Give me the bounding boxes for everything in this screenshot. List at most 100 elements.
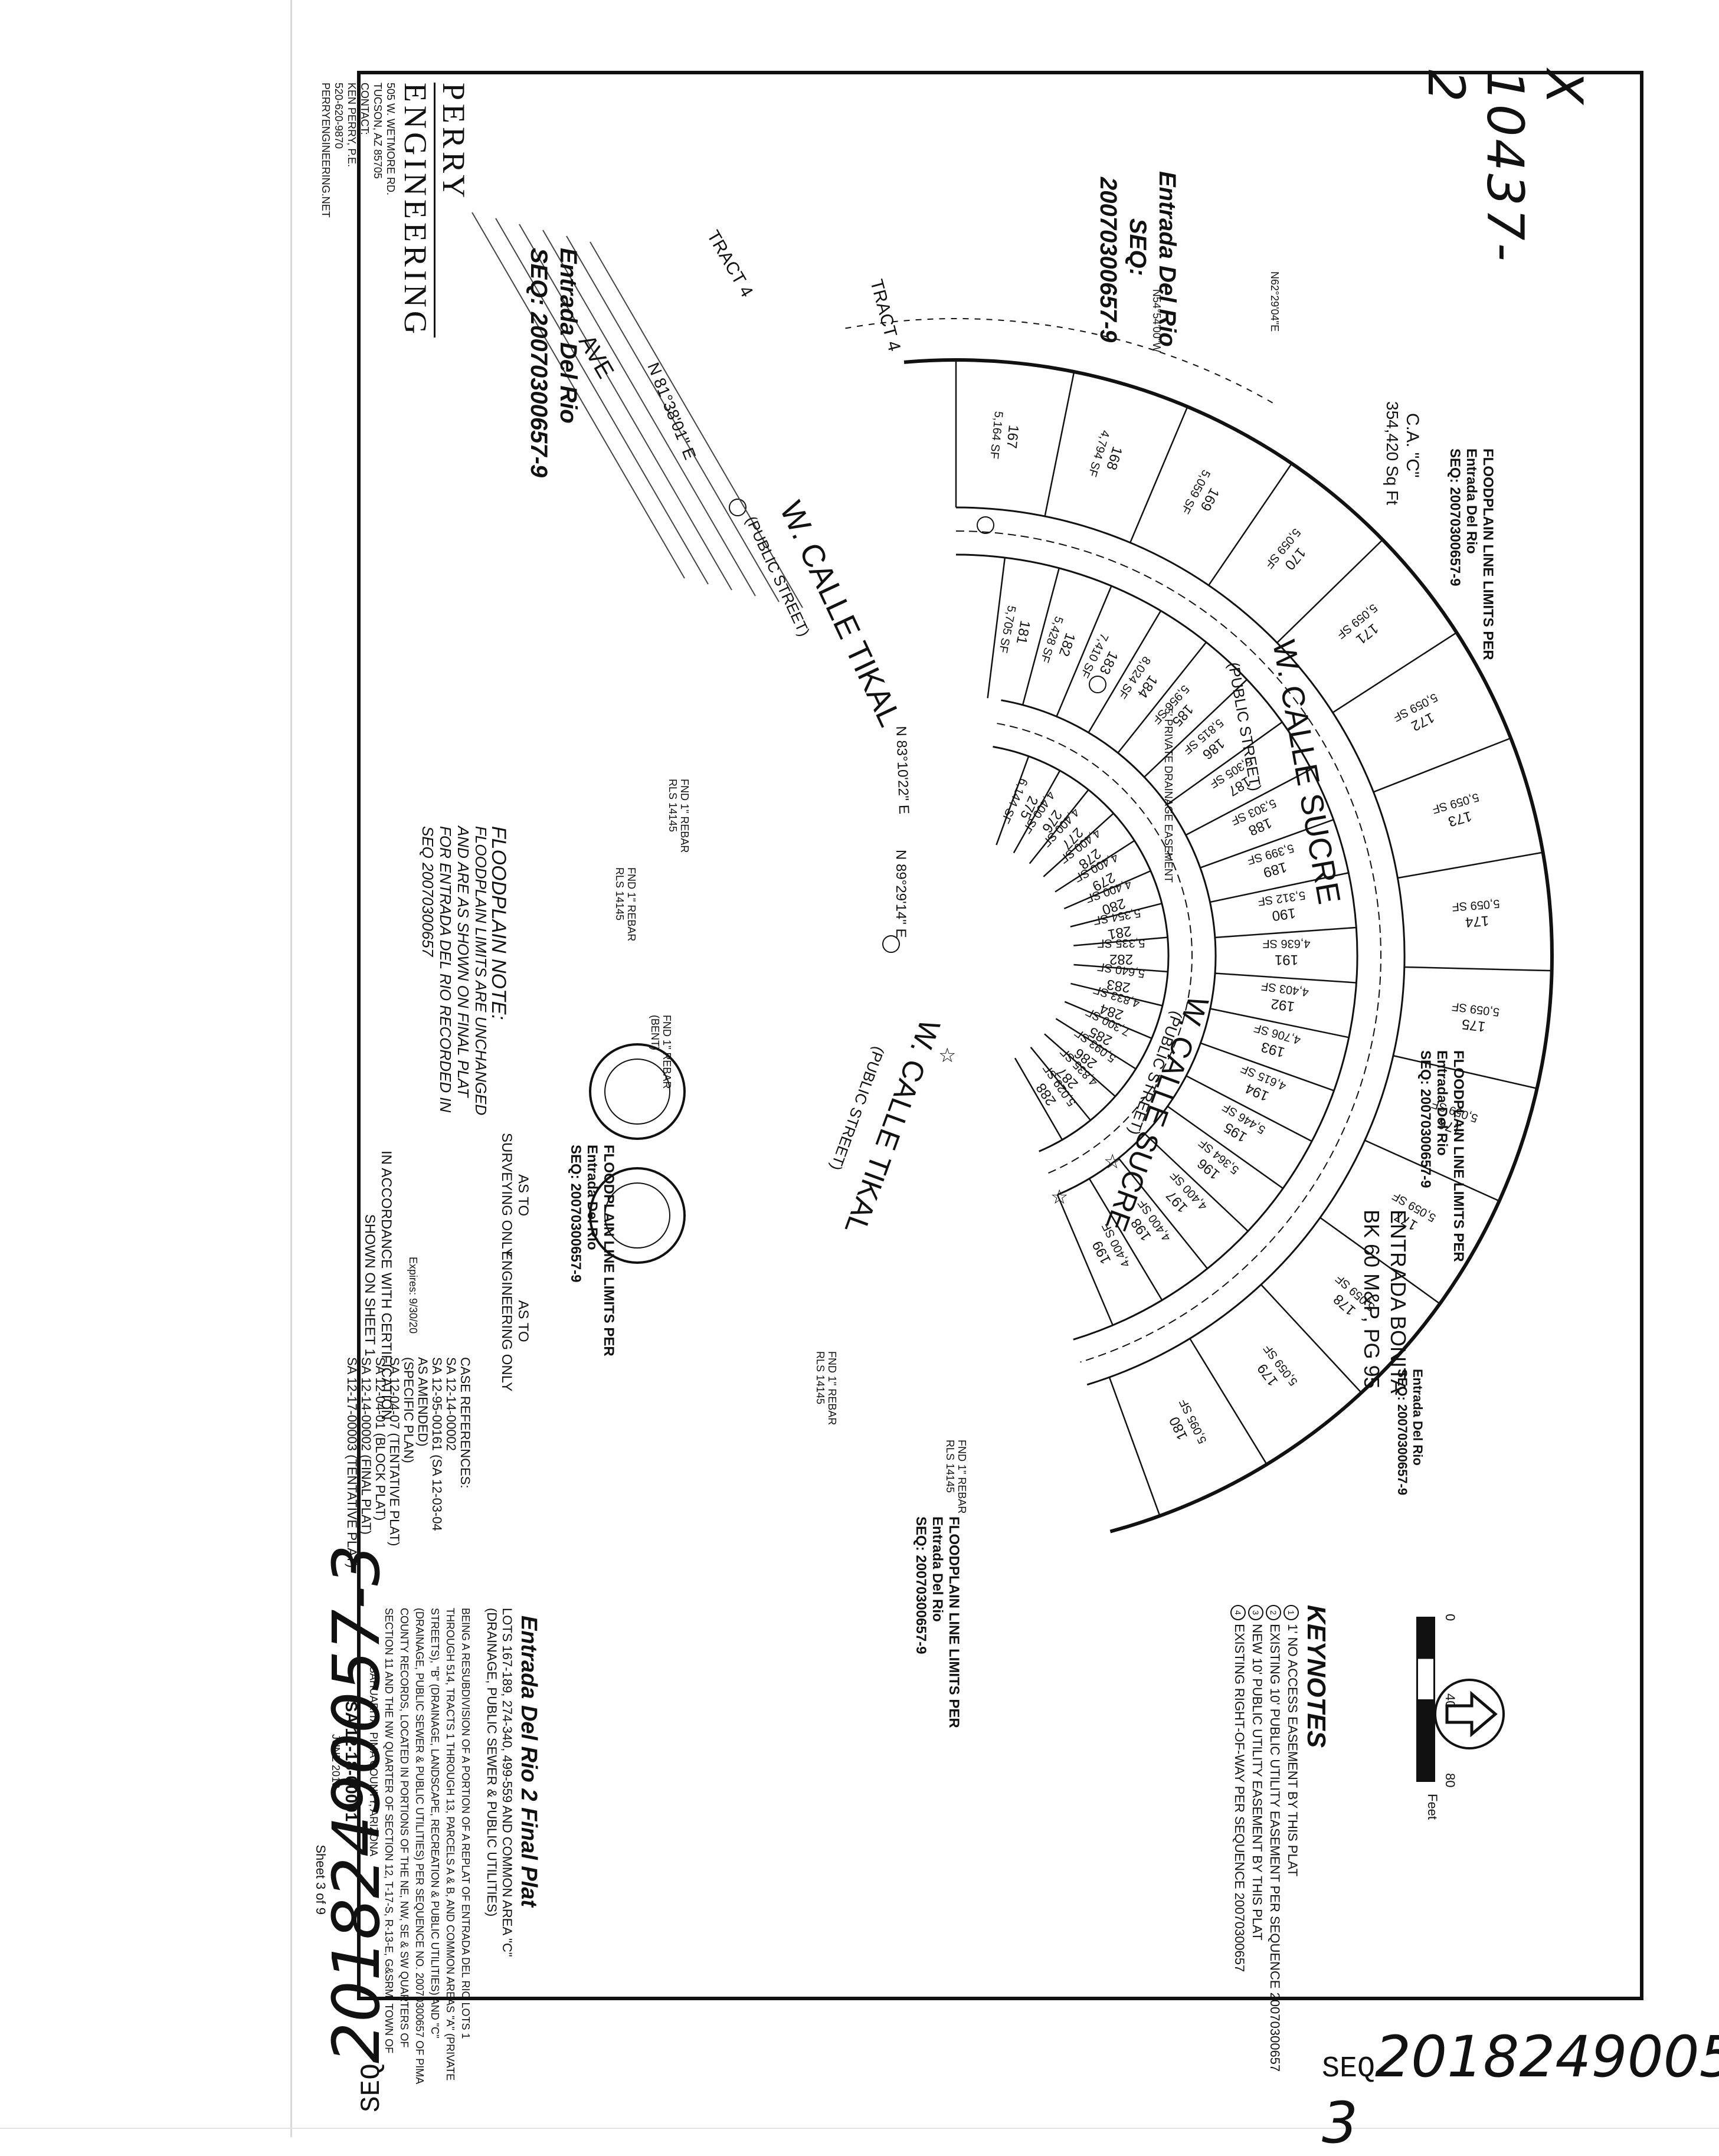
middle-lot-line xyxy=(1200,819,1334,869)
keynote-marker-icon xyxy=(729,499,746,516)
scale-tick-0: 0 xyxy=(1443,1614,1458,1621)
lot-number: 281 xyxy=(1106,923,1132,942)
subdivision-outer-boundary xyxy=(903,358,1554,1534)
bearing-tikal-2: N 89°29'14" E xyxy=(893,850,909,938)
sucre-inner-row xyxy=(955,553,1358,1341)
middle-lot-line xyxy=(987,557,1006,699)
lot-number: 190 xyxy=(1271,905,1296,923)
middle-lot-line xyxy=(1166,721,1283,805)
lot-number: 282 xyxy=(1109,951,1133,967)
inner-lot-line xyxy=(1044,1033,1116,1097)
middle-lot-line xyxy=(1056,585,1112,717)
recording-sequence-right: SEQ20182490057-3 xyxy=(1322,2024,1719,2156)
middle-lot-line xyxy=(1118,1158,1208,1269)
scale-tick-40: 40 xyxy=(1443,1693,1458,1708)
inner-lot-line xyxy=(1055,840,1135,893)
middle-lot-line xyxy=(1088,610,1162,733)
lot-area: 5,059 SF xyxy=(1452,897,1501,913)
plat-title: Entrada Del Rio 2 Final Plat xyxy=(516,1615,541,1908)
inner-lot-line xyxy=(1064,1001,1152,1039)
inner-lot-line xyxy=(1013,770,1061,854)
inner-lot-line xyxy=(1029,789,1089,864)
outer-lot-line xyxy=(1189,1338,1268,1465)
middle-lot-line xyxy=(1144,1133,1249,1232)
inner-lots-back-line xyxy=(1001,699,1217,1196)
lot-area: 4,403 SF xyxy=(1260,979,1309,999)
engineering-seal-icon-inner xyxy=(604,1182,670,1249)
inner-lot-line xyxy=(1014,1057,1063,1141)
middle-lot-line xyxy=(1214,926,1357,939)
middle-lot-line xyxy=(1210,1008,1350,1038)
adjoining-plat-hatch xyxy=(472,212,685,579)
seal-expires: Expires: 9/30/20 xyxy=(407,1257,419,1334)
lot-number: 174 xyxy=(1465,912,1489,930)
adjoining-left-title: Entrada Del Rio xyxy=(555,248,581,424)
surveying-seal-icon xyxy=(589,1043,686,1140)
outer-lot-line xyxy=(1108,1377,1161,1516)
plat-extras: ☆☆☆ xyxy=(472,212,1121,1264)
keynote-1: 1 1' NO ACCESS EASEMENT BY THIS PLAT xyxy=(1283,1605,1301,2072)
adjoining-plat-hatch xyxy=(566,235,780,602)
outer-lot-line xyxy=(1373,737,1511,793)
case-references: CASE REFERENCES: SA 12-14-00002 SA 12-95… xyxy=(345,1357,473,1568)
inner-lot-line xyxy=(1073,936,1168,946)
outer-lot-line xyxy=(1404,966,1552,972)
entrada-bonita-title: ENTRADA BONITA xyxy=(1386,1210,1410,1394)
inner-lot-line xyxy=(1055,1018,1137,1070)
private-easement: 5' PRIVATE DRAINAGE EASEMENT xyxy=(1163,708,1174,883)
common-area-name: C.A. "C" xyxy=(1403,413,1422,478)
keynote-3: 3 NEW 10' PUBLIC UTILITY EASEMENT BY THI… xyxy=(1248,1605,1266,2072)
plat-curves xyxy=(845,318,1554,1534)
sucre-centerline xyxy=(955,530,1381,1363)
adjoining-top-seq-number: 20070300657-9 xyxy=(1095,177,1121,343)
adjoining-plat-hatch xyxy=(542,230,756,597)
outer-lot-line xyxy=(1397,851,1543,879)
scale-bar xyxy=(1416,1617,1435,1782)
lot-area: 4,636 SF xyxy=(1262,937,1310,950)
bearing-note-1: N54°54'00"W xyxy=(1151,289,1163,353)
scale-tick-80: 80 xyxy=(1443,1773,1458,1788)
common-area-size: 354,420 Sq Ft xyxy=(1383,401,1402,505)
outer-lot-line xyxy=(1332,631,1458,713)
scan-bottom-line xyxy=(0,2128,1719,2129)
lot-number: 167 xyxy=(1003,424,1021,450)
floodplain-line xyxy=(845,318,1275,405)
adjoining-left-seq: SEQ: 20070300657-9 xyxy=(526,248,552,478)
outer-lot-line xyxy=(1260,1284,1362,1394)
inner-lot-line xyxy=(1073,964,1168,973)
keynote-marker-icon xyxy=(882,935,900,953)
keynote-2: 2 EXISTING 10' PUBLIC UTILITY EASEMENT P… xyxy=(1266,1605,1283,2072)
engineering-seal-icon xyxy=(589,1167,686,1264)
middle-lot-line xyxy=(1117,641,1207,753)
lot-area: 5,705 SF xyxy=(996,604,1018,654)
lot-number: 283 xyxy=(1106,976,1132,995)
lot-area: 5,164 SF xyxy=(987,411,1005,460)
middle-lot-line xyxy=(1021,568,1060,706)
title-block: Entrada Del Rio 2 Final Plat LOTS 167-18… xyxy=(313,1608,543,2084)
outer-lot-line xyxy=(1044,371,1075,517)
keynotes: KEYNOTES 1 1' NO ACCESS EASEMENT BY THIS… xyxy=(1230,1605,1331,2072)
middle-lot-line xyxy=(1210,872,1349,903)
outer-lot-line xyxy=(1208,463,1292,586)
inner-lot-line xyxy=(996,756,1030,846)
